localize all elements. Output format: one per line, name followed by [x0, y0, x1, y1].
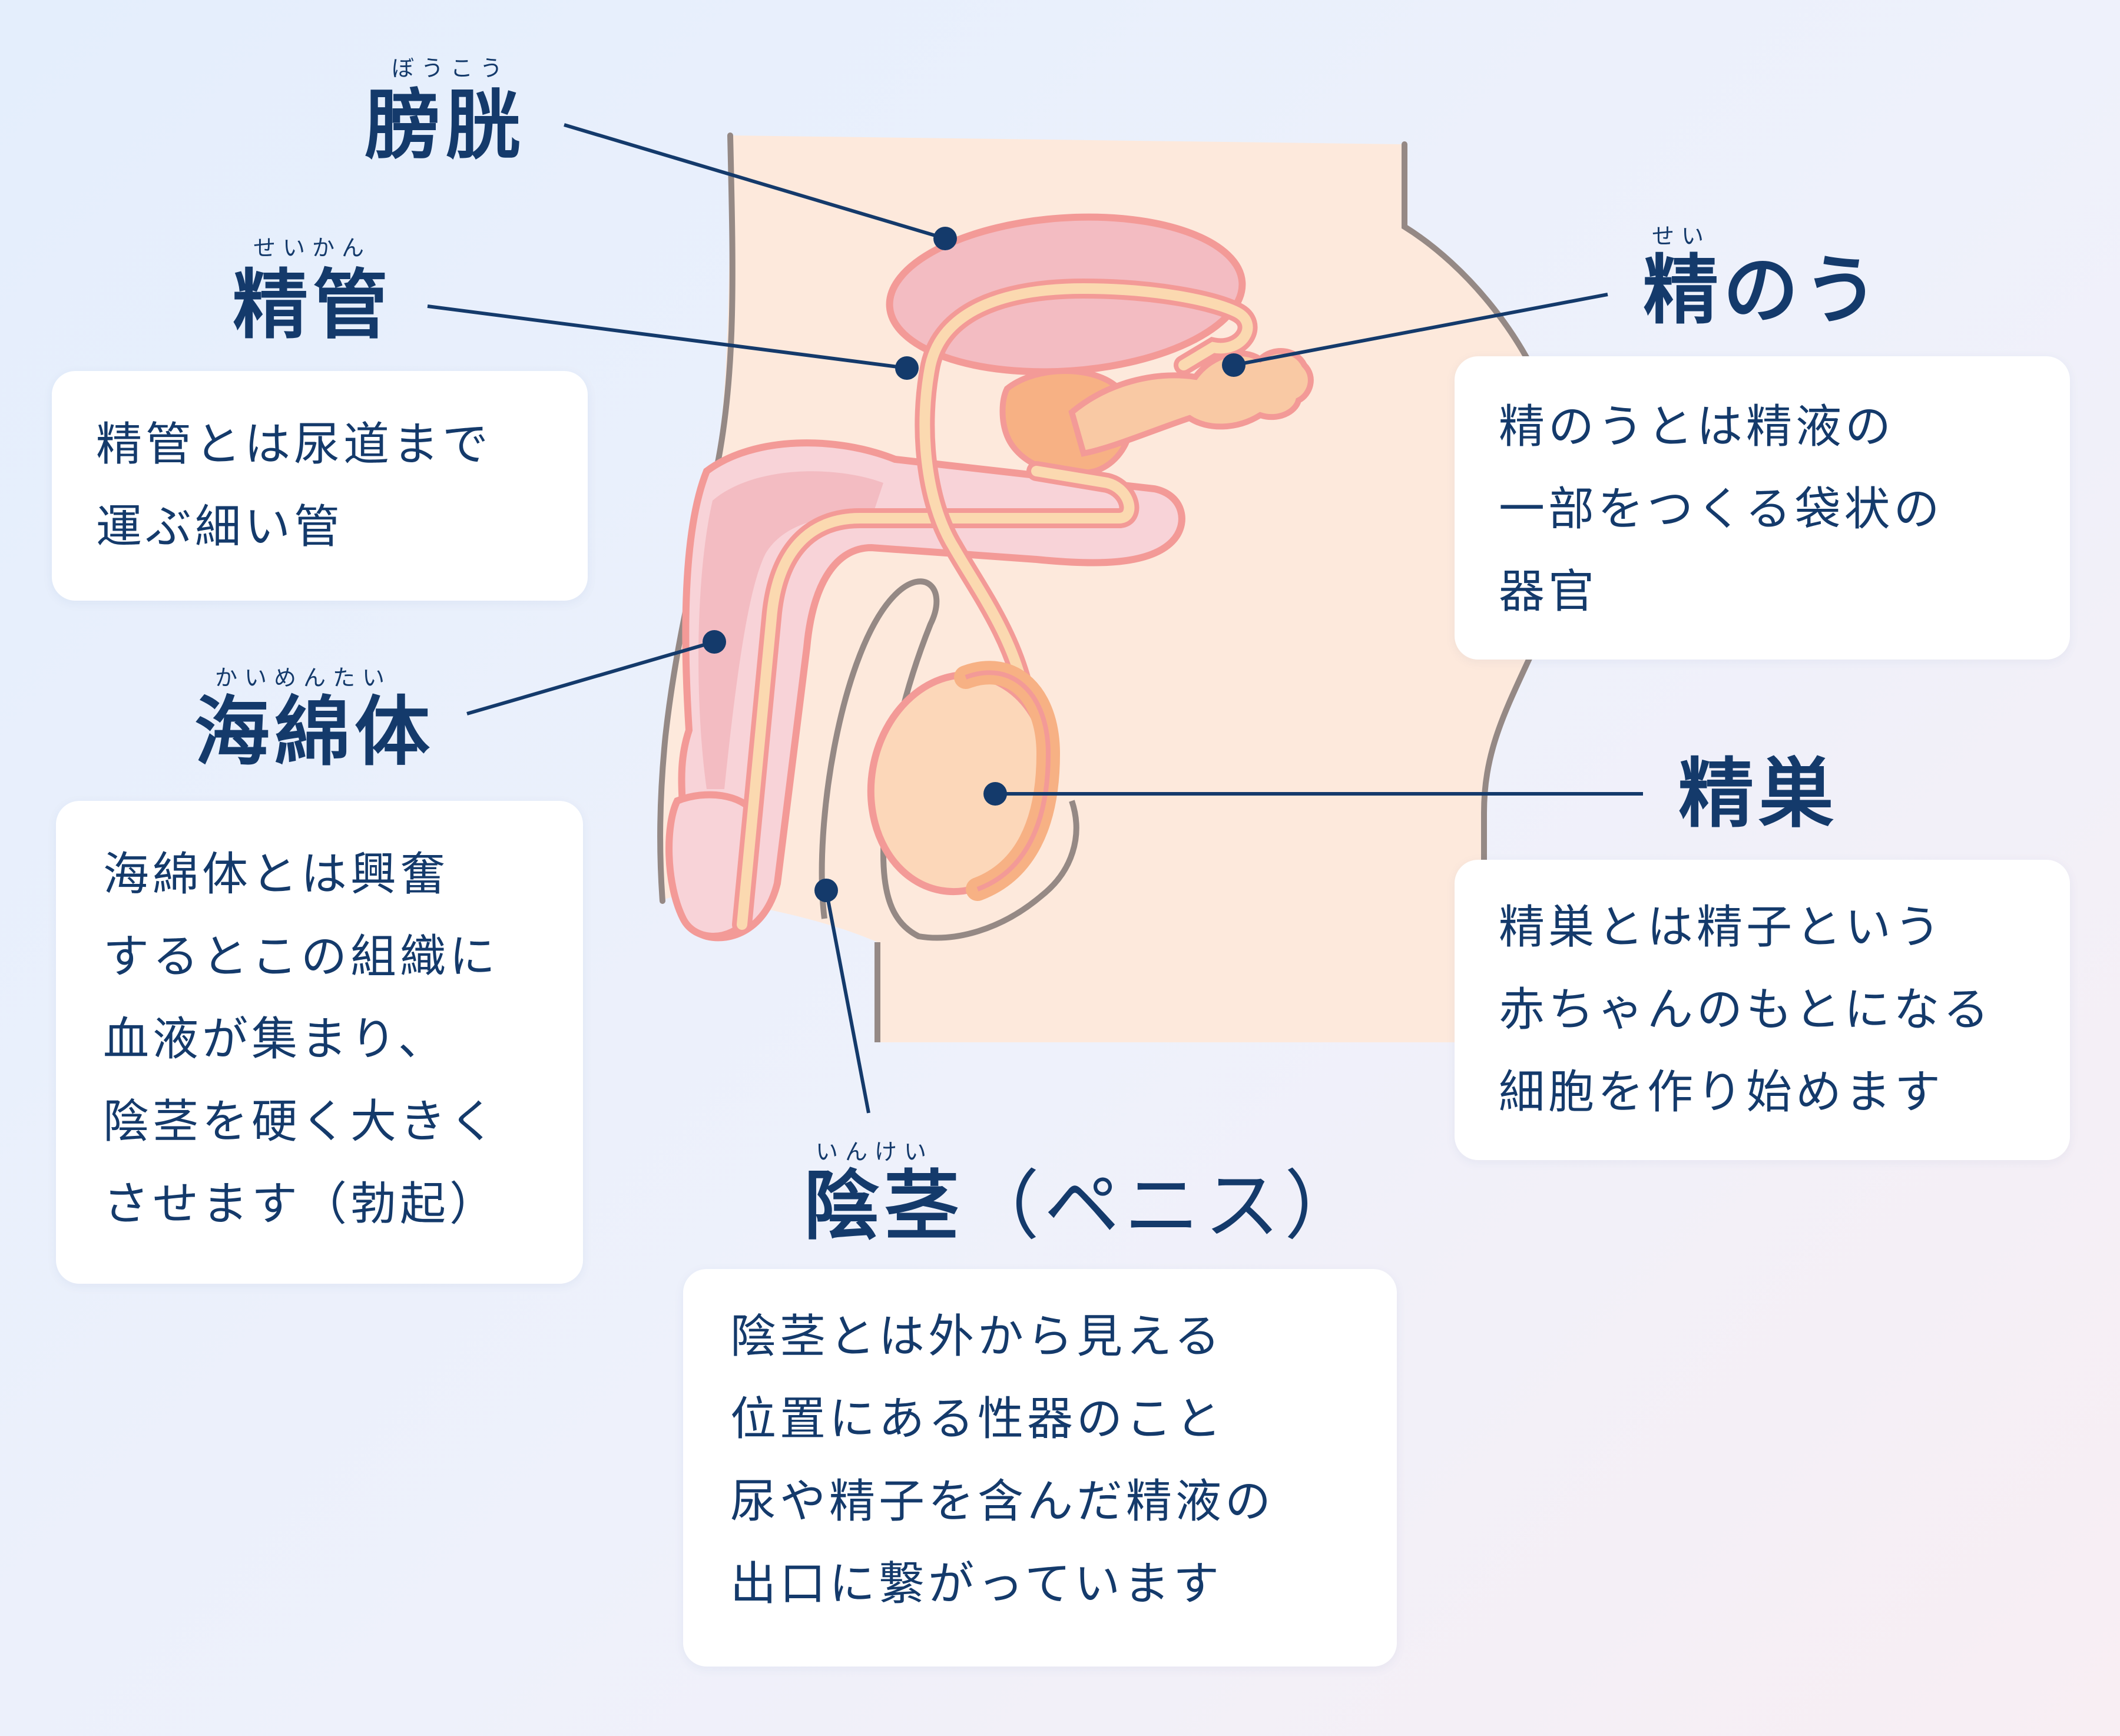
corpus-card-text: 海綿体とは興奮 するとこの組織に 血液が集まり、 陰茎を硬く大きく させます（勃…: [103, 848, 499, 1231]
penis-ruby: いんけい: [816, 1139, 934, 1165]
vas-card-text: 精管とは尿道まで 運ぶ細い管: [96, 418, 492, 554]
seminal-card-text: 精のうとは精液の 一部をつくる袋状の 器官: [1499, 400, 1943, 618]
penis-paren: （ペニス）: [964, 1162, 1365, 1250]
glans: [665, 791, 758, 940]
leader-dots: [703, 227, 1246, 902]
corpus-cavernosum-shape: [698, 471, 883, 789]
testis-label: 精巣: [1678, 750, 1839, 838]
vas-label: 精管: [233, 261, 393, 349]
seminal-label: 精のう: [1643, 247, 1884, 334]
testis-card-text: 精巣とは精子という 赤ちゃんのもとになる 細胞を作り始めます: [1499, 901, 1993, 1119]
bladder-ruby: ぼうこう: [392, 55, 510, 81]
testis-card: 精巣とは精子という 赤ちゃんのもとになる 細胞を作り始めます: [1455, 860, 2070, 1160]
corpus-card: 海綿体とは興奮 するとこの組織に 血液が集まり、 陰茎を硬く大きく させます（勃…: [56, 801, 583, 1284]
leader-lines: [427, 123, 1643, 1114]
penis-card-text: 陰茎とは外から見える 位置にある性器のこと 尿や精子を含んだ精液の 出口に繋がっ…: [730, 1310, 1275, 1611]
seminal-ruby: せい: [1652, 223, 1711, 249]
penis-shaft: [672, 439, 1185, 942]
seminal-vesicle-shape: [1068, 348, 1314, 457]
penis-label: 陰茎（ペニス）: [804, 1169, 1364, 1244]
seminal-card: 精のうとは精液の 一部をつくる袋状の 器官: [1455, 356, 2070, 660]
vas-ruby: せいかん: [253, 235, 372, 261]
penis-term: 陰茎: [804, 1162, 965, 1250]
bladder-label: 膀胱: [365, 82, 526, 170]
vas-card: 精管とは尿道まで 運ぶ細い管: [52, 371, 588, 601]
penis-card: 陰茎とは外から見える 位置にある性器のこと 尿や精子を含んだ精液の 出口に繋がっ…: [683, 1269, 1397, 1667]
corpus-label: 海綿体: [194, 688, 435, 776]
corpus-ruby: かいめんたい: [215, 665, 392, 691]
